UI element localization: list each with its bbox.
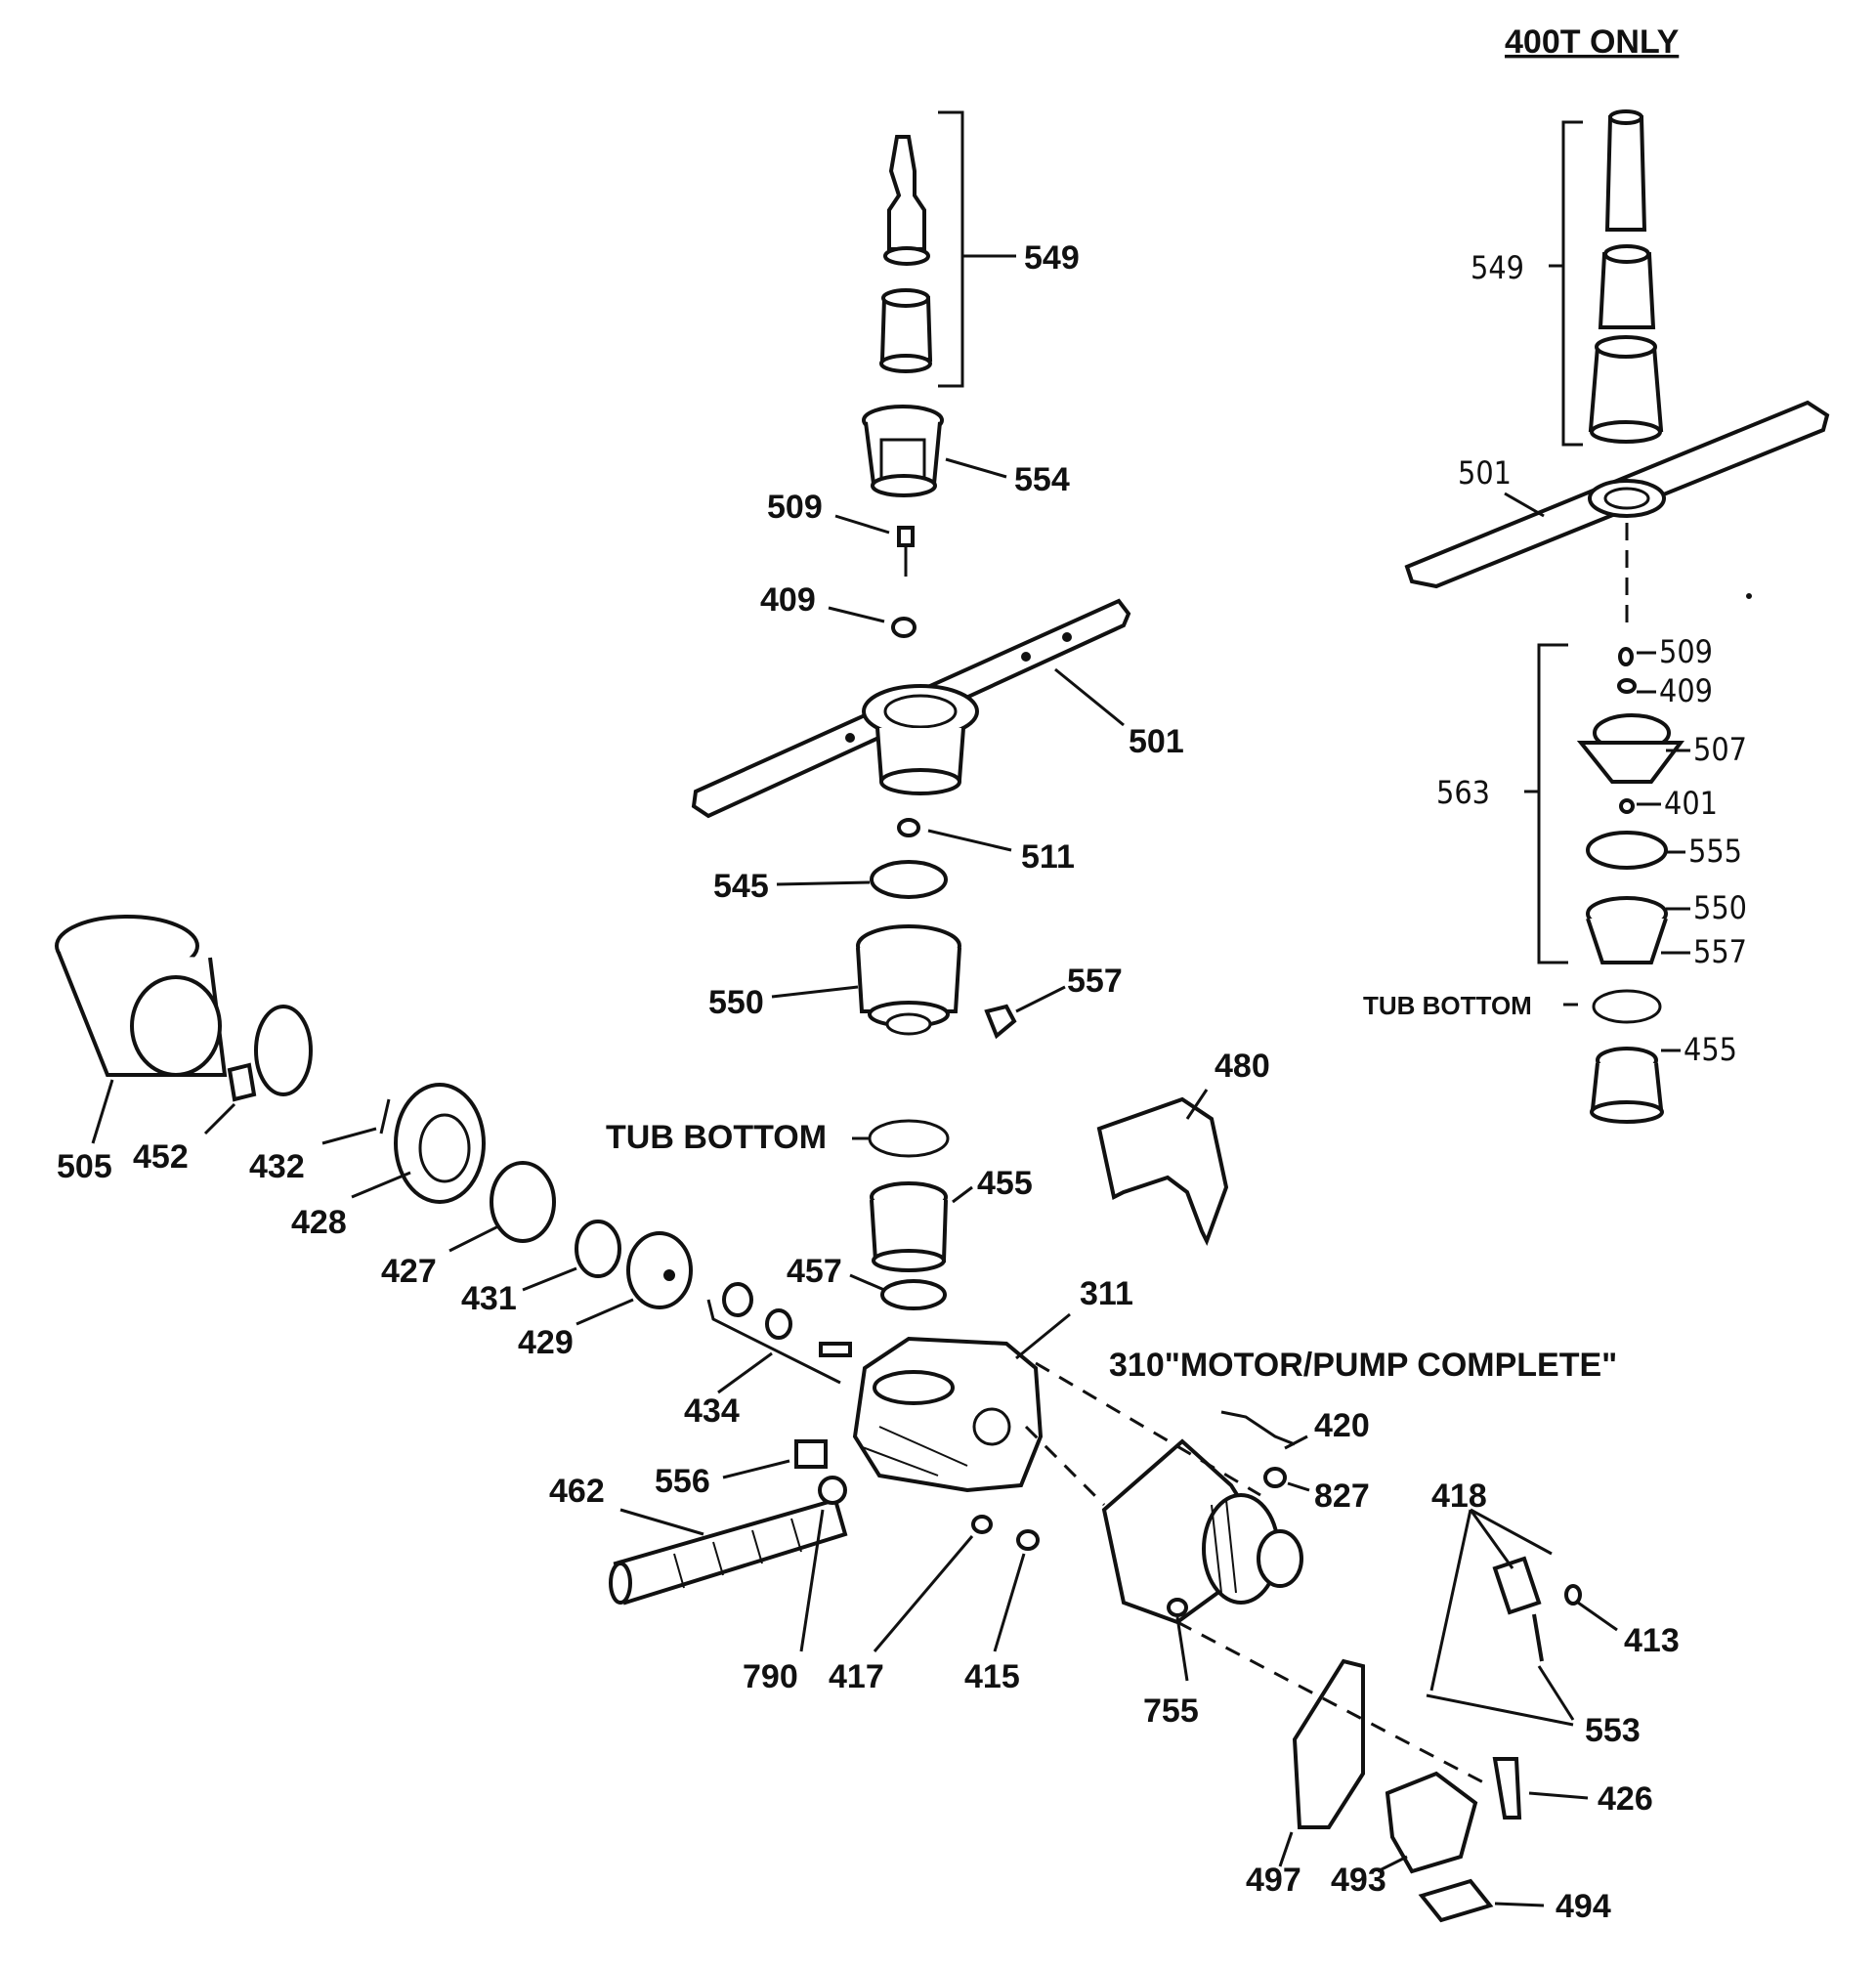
part-549-tower xyxy=(879,135,933,373)
part-554-cup xyxy=(862,405,944,497)
part-553-spring xyxy=(1532,1613,1544,1662)
label-553: 553 xyxy=(1585,1712,1641,1749)
part-455-sump-adapter xyxy=(870,1181,948,1272)
label-452: 452 xyxy=(133,1138,189,1176)
part-462-auger xyxy=(609,1497,848,1606)
label-494: 494 xyxy=(1556,1888,1611,1925)
label-409: 409 xyxy=(760,581,816,619)
label-311: 311 xyxy=(1080,1275,1133,1312)
side-label-555: 555 xyxy=(1688,833,1742,870)
side-label-507: 507 xyxy=(1693,731,1747,768)
part-429-impeller xyxy=(626,1231,693,1309)
part-557-clip xyxy=(984,1004,1017,1040)
part-413 xyxy=(1564,1584,1582,1606)
part-827 xyxy=(1263,1467,1287,1488)
part-480-shield xyxy=(1096,1096,1229,1247)
bracket-549 xyxy=(938,110,964,388)
label-790: 790 xyxy=(743,1658,798,1695)
part-550-housing xyxy=(856,924,961,1036)
label-511: 511 xyxy=(1021,838,1075,876)
part-417 xyxy=(971,1515,993,1534)
label-426: 426 xyxy=(1598,1780,1653,1818)
label-434: 434 xyxy=(684,1392,740,1430)
label-505: 505 xyxy=(57,1148,112,1185)
part-415 xyxy=(1016,1529,1040,1551)
label-462: 462 xyxy=(549,1473,605,1510)
label-550: 550 xyxy=(708,984,764,1021)
label-549: 549 xyxy=(1024,239,1080,277)
part-311-pump-housing xyxy=(852,1336,1044,1493)
label-557: 557 xyxy=(1067,963,1123,1000)
side-assembly-400t xyxy=(1404,109,1830,1124)
part-494 xyxy=(1418,1878,1494,1923)
part-509-screw xyxy=(897,526,915,577)
part-431-ring xyxy=(575,1220,621,1278)
side-label-455: 455 xyxy=(1684,1031,1737,1068)
motor-assembly xyxy=(1101,1438,1303,1625)
part-511 xyxy=(897,818,920,837)
side-label-401: 401 xyxy=(1664,785,1718,822)
part-457-clamp xyxy=(880,1279,947,1310)
tub-bottom-ring xyxy=(868,1119,950,1158)
label-545: 545 xyxy=(713,868,769,905)
side-label-549: 549 xyxy=(1471,249,1524,286)
label-455: 455 xyxy=(977,1165,1033,1202)
part-545-ring xyxy=(870,860,948,899)
label-428: 428 xyxy=(291,1204,347,1241)
part-428-impeller xyxy=(394,1083,486,1204)
side-label-501: 501 xyxy=(1458,454,1512,492)
label-420: 420 xyxy=(1314,1407,1370,1444)
assembly-title: 310"MOTOR/PUMP COMPLETE" xyxy=(1109,1347,1617,1384)
side-label-557: 557 xyxy=(1693,933,1747,970)
label-755: 755 xyxy=(1143,1692,1199,1730)
part-497-bracket xyxy=(1292,1658,1365,1829)
label-556: 556 xyxy=(655,1463,710,1500)
label-827: 827 xyxy=(1314,1478,1370,1515)
label-417: 417 xyxy=(829,1658,884,1695)
label-415: 415 xyxy=(964,1658,1020,1695)
label-497: 497 xyxy=(1246,1862,1301,1899)
part-501-spray-arm xyxy=(691,598,1131,819)
bracket-side-563 xyxy=(1537,643,1568,964)
tub-bottom-label: TUB BOTTOM xyxy=(606,1119,827,1156)
header-400t-only: 400T ONLY xyxy=(1505,23,1680,61)
side-label-509: 509 xyxy=(1659,633,1713,670)
label-480: 480 xyxy=(1215,1048,1270,1085)
label-431: 431 xyxy=(461,1280,517,1317)
part-427-ring xyxy=(490,1161,556,1243)
label-427: 427 xyxy=(381,1253,437,1290)
part-505-inlet xyxy=(55,915,228,1077)
part-493-solenoid xyxy=(1385,1771,1478,1874)
part-755 xyxy=(1167,1598,1188,1617)
part-432-ring xyxy=(254,1005,313,1096)
side-label-550: 550 xyxy=(1693,889,1747,926)
part-556 xyxy=(794,1439,828,1469)
label-457: 457 xyxy=(787,1253,842,1290)
side-tub-bottom-label: TUB BOTTOM xyxy=(1363,991,1532,1020)
label-493: 493 xyxy=(1331,1862,1386,1899)
part-420 xyxy=(1220,1410,1296,1446)
label-432: 432 xyxy=(249,1148,305,1185)
label-501: 501 xyxy=(1129,723,1184,760)
side-label-563: 563 xyxy=(1436,774,1490,811)
side-label-409: 409 xyxy=(1659,672,1713,709)
part-426 xyxy=(1492,1757,1522,1820)
part-434-group xyxy=(722,1282,852,1357)
label-554: 554 xyxy=(1014,461,1070,498)
part-409-nut xyxy=(891,617,917,638)
part-418 xyxy=(1492,1556,1542,1615)
label-413: 413 xyxy=(1624,1622,1680,1659)
part-790 xyxy=(818,1476,847,1505)
label-418: 418 xyxy=(1431,1478,1487,1515)
bracket-side-549 xyxy=(1561,120,1583,447)
label-429: 429 xyxy=(518,1324,574,1361)
part-452-clip xyxy=(227,1062,257,1102)
label-509: 509 xyxy=(767,489,823,526)
